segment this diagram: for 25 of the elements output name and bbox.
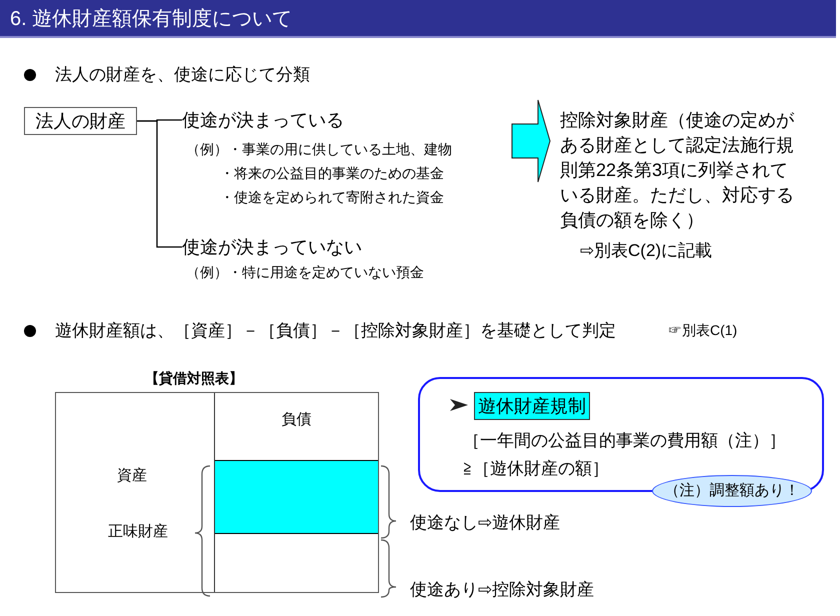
category-text: 使途が決まっていない (182, 233, 402, 261)
formula-text: ≧［遊休財産の額］ (463, 458, 609, 480)
annotation-text: 正味財産 (108, 522, 168, 542)
formula-text: ［一年間の公益目的事業の費用額（注）］ (463, 430, 786, 452)
reference-note: ☞別表C(1) (668, 321, 738, 340)
table-cell: 負債 (215, 393, 378, 460)
block-arrow (512, 100, 551, 182)
annotation-text: 使途あり⇨控除対象財産 (410, 579, 594, 601)
annotation-text: 使途なし⇨遊休財産 (410, 512, 560, 534)
category-text: 使途が決まっている (182, 106, 382, 134)
description-text: 控除対象財産（使途の定めがある財産として認定法施行規則第22条第3項に列挙されている財産。ただし、対応する負債の額を除く） (560, 108, 806, 236)
example-text: （例）・事業の用に供している土地、建物 (186, 140, 452, 159)
highlighted-cell (215, 460, 378, 533)
example-text: ・将来の公益目的事業のための基金 (220, 164, 444, 183)
title-bar: 6. 遊休財産額保有制度について (0, 0, 836, 38)
cell-label: 資産 (117, 466, 147, 486)
example-text: ・使途を定められて寄附された資金 (220, 188, 444, 207)
example-text: （例）・特に用途を定めていない預金 (186, 263, 424, 282)
bullet-text: 遊休財産額は、［資産］－［負債］－［控除対象財産］を基礎として判定 (55, 320, 616, 342)
label-box: 法人の財産 (24, 107, 137, 135)
tree-connector (137, 120, 182, 248)
reference-note: ⇨別表C(2)に記載 (580, 240, 712, 262)
highlighted-heading: 遊休財産規制 (474, 392, 590, 420)
table-heading: 【貸借対照表】 (145, 369, 243, 388)
bullet-text: 法人の財産を、使途に応じて分類 (55, 64, 310, 86)
